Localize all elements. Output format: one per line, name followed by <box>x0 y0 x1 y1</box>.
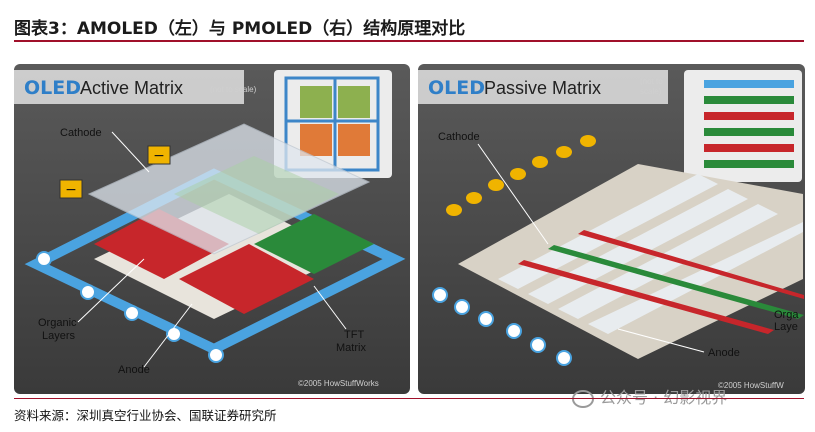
credit-left: ©2005 HowStuffWorks <box>298 379 379 388</box>
passive-matrix-diagram: OLED Passive Matrix (not to scale) <box>418 64 805 394</box>
organic-stripes <box>518 230 804 334</box>
not-to-scale-note-right-1: (not to <box>640 77 663 86</box>
figure-title-bar: 图表3：AMOLED（左）与 PMOLED（右）结构原理对比 <box>14 6 804 42</box>
source-text: 资料来源：深圳真空行业协会、国联证券研究所 <box>14 408 277 423</box>
source-footer: 资料来源：深圳真空行业协会、国联证券研究所 <box>14 398 804 426</box>
minus-terminal-left: − <box>59 179 83 199</box>
not-to-scale-note-left: (not to scale) <box>210 85 257 94</box>
anode-label-left: Anode <box>118 364 150 376</box>
passive-matrix-illustration: OLED Passive Matrix (not to scale) <box>418 64 805 394</box>
pixel-inset-right <box>684 70 802 182</box>
substrate <box>94 194 349 319</box>
active-matrix-heading: Active Matrix <box>80 78 183 98</box>
tft-label: TFT <box>344 329 364 341</box>
layers-label-left: Layers <box>42 330 76 342</box>
matrix-label: Matrix <box>336 342 366 354</box>
oled-brand-right: OLED <box>428 77 485 99</box>
plus-terminals-left <box>36 251 224 363</box>
layers-label-right: Laye <box>774 321 798 333</box>
credit-right: ©2005 HowStuffW <box>718 381 784 390</box>
svg-text:−: − <box>153 148 165 164</box>
svg-text:−: − <box>65 182 77 198</box>
minus-terminals-right <box>446 135 596 216</box>
active-matrix-diagram: OLED Active Matrix (not to scale) − <box>14 64 410 394</box>
red-pixel-left <box>94 209 229 279</box>
cathode-label-left: Cathode <box>60 127 102 139</box>
watermark-text: 公众号 · 幻影视界 <box>600 388 728 407</box>
passive-matrix-heading: Passive Matrix <box>484 78 601 98</box>
green-shadow <box>174 156 339 234</box>
pixel-inset-left <box>274 70 392 178</box>
oled-brand-left: OLED <box>24 77 81 99</box>
cathode-label-right: Cathode <box>438 131 480 143</box>
anode-label-right: Anode <box>708 347 740 359</box>
organic-label-left: Organic <box>38 317 77 329</box>
figure-title: 图表3：AMOLED（左）与 PMOLED（右）结构原理对比 <box>14 19 466 39</box>
organic-label-right: Orga <box>774 309 799 321</box>
active-matrix-illustration: OLED Active Matrix (not to scale) − <box>14 64 410 394</box>
plus-terminals-right <box>432 287 572 366</box>
not-to-scale-note-right-2: scale) <box>640 87 662 96</box>
red-pixel-front <box>179 244 314 314</box>
green-pixel-right <box>254 214 374 274</box>
minus-terminal-right: − <box>147 145 171 165</box>
